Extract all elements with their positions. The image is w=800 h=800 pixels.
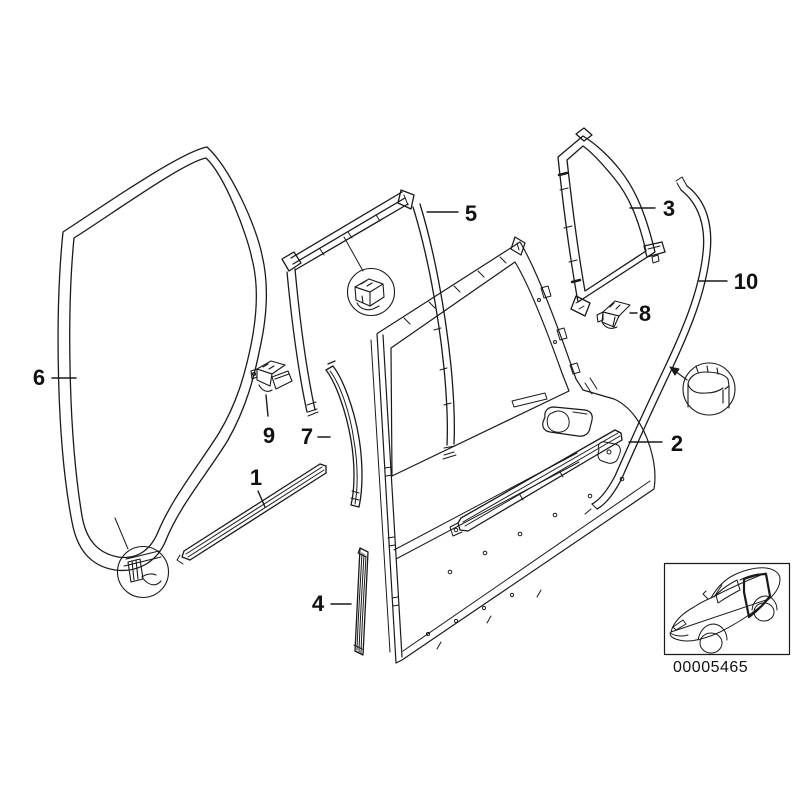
part-8-clip-drawing — [596, 300, 631, 329]
callout-label-6: 6 — [33, 365, 45, 390]
part-1-sill-strip-drawing — [176, 463, 327, 565]
callout-label-1: 1 — [250, 465, 262, 490]
car-location-thumbnail — [663, 562, 791, 656]
callout-label-3: 3 — [663, 196, 675, 221]
part-6-door-seal-drawing — [57, 146, 267, 572]
seal-cross-section-detail-circle — [116, 545, 170, 599]
part-7-pillar-trim-drawing — [325, 360, 363, 508]
part-9-clip-drawing — [250, 360, 293, 392]
diagram-code: 00005465 — [673, 659, 748, 676]
part-10-sealing-strip-drawing — [584, 176, 712, 515]
part-5-window-guide-frame-drawing — [281, 189, 457, 460]
highlighted-rear-door — [742, 572, 772, 619]
callout-1: 1 — [250, 465, 266, 508]
callout-7: 7 — [301, 424, 331, 449]
part-3-fixed-window-frame-drawing — [557, 127, 666, 317]
callout-4: 4 — [312, 591, 352, 616]
callout-label-8: 8 — [639, 301, 651, 326]
frame-clip-detail-circle — [346, 267, 396, 317]
callout-label-10: 10 — [734, 269, 758, 294]
part-2-beltline-moulding-drawing — [449, 429, 623, 537]
callout-3: 3 — [629, 196, 675, 221]
callout-10: 10 — [698, 269, 758, 294]
callout-label-5: 5 — [465, 201, 477, 226]
callout-label-7: 7 — [301, 424, 313, 449]
callout-label-2: 2 — [671, 431, 683, 456]
callout-9: 9 — [263, 394, 275, 448]
callout-2: 2 — [628, 431, 683, 456]
part-4-lower-strip-drawing — [353, 547, 369, 656]
rear-door-assembly-drawing — [370, 236, 656, 664]
callout-8: 8 — [629, 301, 651, 326]
callout-6: 6 — [33, 365, 77, 390]
callout-5: 5 — [426, 201, 477, 226]
strip-profile-detail-circle — [669, 362, 736, 416]
callouts: 1 2 3 4 5 6 7 — [33, 196, 758, 616]
callout-label-9: 9 — [263, 423, 275, 448]
callout-label-4: 4 — [312, 591, 325, 616]
